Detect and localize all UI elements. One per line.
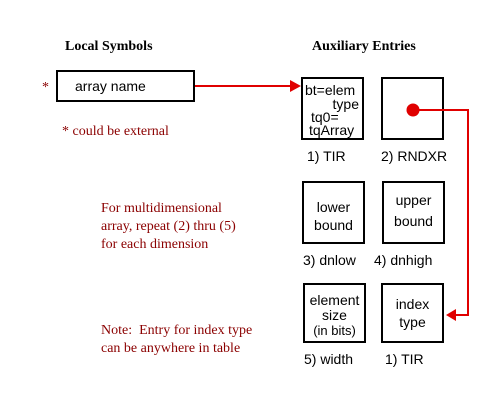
index-type-note-line-2: can be anywhere in table — [101, 341, 241, 356]
rndxr-to-index-connector — [413, 109, 469, 316]
rndxr-to-index-arrowhead — [446, 309, 456, 321]
dnhigh-caption: 4) dnhigh — [374, 252, 433, 268]
tir-box: bt=elem type tq0= tqArray — [301, 77, 364, 140]
rndxr-caption: 2) RNDXR — [381, 148, 448, 164]
tir-line-4: tqArray — [309, 122, 355, 138]
dnhigh-line-1: upper — [395, 192, 432, 208]
index-tir-box: index type — [381, 283, 444, 343]
external-marker: * — [42, 80, 49, 95]
multidimensional-note: For multidimensional array, repeat (2) t… — [101, 200, 236, 254]
dnhigh-line-2: bound — [394, 213, 433, 229]
index-tir-line-2: type — [399, 314, 426, 330]
index-type-note-line-1: Note: Entry for index type — [101, 323, 253, 338]
width-line-3: (in bits) — [313, 323, 356, 338]
array-name-label: array name — [75, 78, 146, 94]
tir-line-1: bt=elem — [305, 82, 356, 98]
tir-line-3: tq0= — [311, 109, 339, 125]
local-symbols-heading: Local Symbols — [65, 39, 153, 54]
dnlow-box: lower bound — [302, 181, 365, 244]
array-to-tir-arrowhead — [290, 80, 301, 92]
array-name-box: array name — [56, 70, 195, 102]
multidimensional-note-line-2: array, repeat (2) thru (5) — [101, 219, 236, 234]
tir-caption: 1) TIR — [307, 148, 346, 164]
width-line-2: size — [322, 307, 347, 323]
width-caption: 5) width — [304, 351, 354, 367]
width-line-1: element — [309, 292, 360, 308]
external-footnote: * could be external — [62, 124, 169, 139]
dnlow-line-2: bound — [314, 217, 353, 233]
index-tir-line-1: index — [395, 296, 430, 312]
width-box: element size (in bits) — [303, 283, 366, 343]
index-tir-caption: 1) TIR — [385, 351, 424, 367]
dnlow-line-1: lower — [316, 199, 351, 215]
multidimensional-note-line-1: For multidimensional — [101, 201, 222, 216]
multidimensional-note-line-3: for each dimension — [101, 237, 209, 252]
auxiliary-entries-heading: Auxiliary Entries — [312, 39, 416, 54]
dnhigh-box: upper bound — [382, 181, 445, 244]
index-type-note: Note: Entry for index type can be anywhe… — [101, 322, 252, 358]
tir-line-2: type — [332, 96, 359, 112]
dnlow-caption: 3) dnlow — [303, 252, 356, 268]
